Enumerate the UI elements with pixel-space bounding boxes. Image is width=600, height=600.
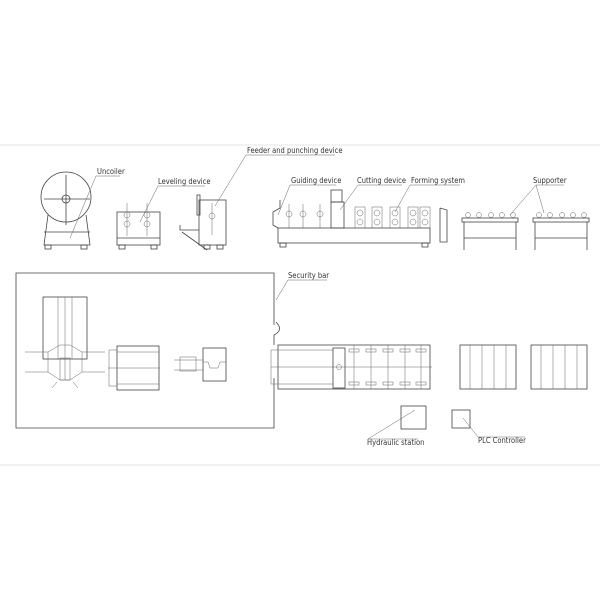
feeder-punching-elevation (179, 194, 227, 251)
supporter-elevation-1 (461, 212, 519, 250)
label-forming-system: Forming system (411, 176, 465, 185)
uncoiler-elevation (40, 171, 92, 250)
leader-lines (69, 154, 564, 440)
forming-line-plan (270, 344, 432, 390)
feeder-plan (174, 347, 227, 382)
label-supporter: Supporter (533, 176, 567, 185)
label-plc-controller: PLC Controller (478, 436, 526, 445)
leveling-device-elevation (116, 203, 161, 250)
label-uncoiler: Uncoiler (97, 167, 125, 176)
leveling-device-plan (108, 345, 160, 391)
label-feeder-punching-device: Feeder and punching device (247, 146, 343, 155)
plc-controller-box (451, 409, 471, 429)
supporter-plan-2 (530, 344, 588, 390)
label-cutting-device: Cutting device (357, 176, 406, 185)
label-leveling-device: Leveling device (158, 177, 211, 186)
forming-line-elevation (272, 189, 448, 248)
label-guiding-device: Guiding device (291, 176, 341, 185)
security-bar-enclosure (15, 272, 280, 429)
supporter-plan-1 (459, 344, 517, 390)
label-hydraulic-station: Hydraulic station (367, 438, 424, 447)
supporter-elevation-2 (532, 212, 590, 250)
label-security-bar: Security bar (288, 271, 329, 280)
hydraulic-station-box (400, 405, 427, 430)
uncoiler-plan (25, 296, 105, 389)
